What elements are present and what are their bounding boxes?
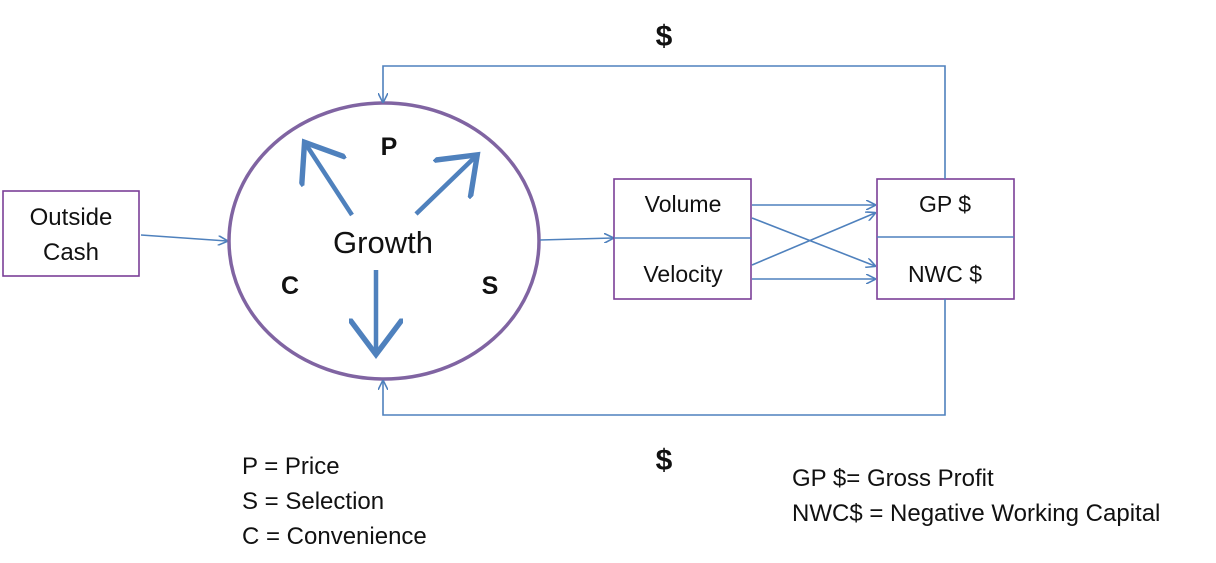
nwc-label: NWC $ xyxy=(908,261,982,287)
arrow-growth-to-volume-velocity xyxy=(539,238,613,240)
arrow-volume-to-nwc xyxy=(751,217,875,266)
legend-price: P = Price xyxy=(242,453,340,480)
arrow-velocity-to-gp xyxy=(751,213,875,266)
growth-arrow-up-right xyxy=(414,158,474,216)
outside-cash-label-line1: Outside xyxy=(30,204,113,231)
legend-convenience: C = Convenience xyxy=(242,523,427,550)
legend-definitions: GP $= Gross Profit NWC$ = Negative Worki… xyxy=(792,461,1160,531)
legend-selection: S = Selection xyxy=(242,488,385,515)
bottom-dollar-label: $ xyxy=(656,444,673,477)
growth-label: Growth xyxy=(333,225,433,260)
velocity-label: Velocity xyxy=(643,261,723,287)
price-letter: P xyxy=(381,133,398,161)
outside-cash-box xyxy=(2,190,140,277)
volume-velocity-box xyxy=(613,178,752,300)
selection-letter: S xyxy=(482,272,499,300)
legend-gross-profit: GP $= Gross Profit xyxy=(792,465,994,492)
growth-arrow-up-left xyxy=(307,146,354,217)
volume-label: Volume xyxy=(645,191,722,217)
top-dollar-label: $ xyxy=(656,20,673,53)
arrow-outside-cash-to-growth xyxy=(140,234,227,241)
gp-label: GP $ xyxy=(919,191,971,217)
legend-pcs: P = Price S = Selection C = Convenience xyxy=(242,449,427,554)
bottom-feedback-loop-arrow xyxy=(383,299,946,416)
top-feedback-loop-arrow xyxy=(383,65,946,179)
convenience-letter: C xyxy=(281,272,299,300)
outside-cash-label-line2: Cash xyxy=(43,239,99,266)
legend-negative-working-capital: NWC$ = Negative Working Capital xyxy=(792,500,1161,527)
